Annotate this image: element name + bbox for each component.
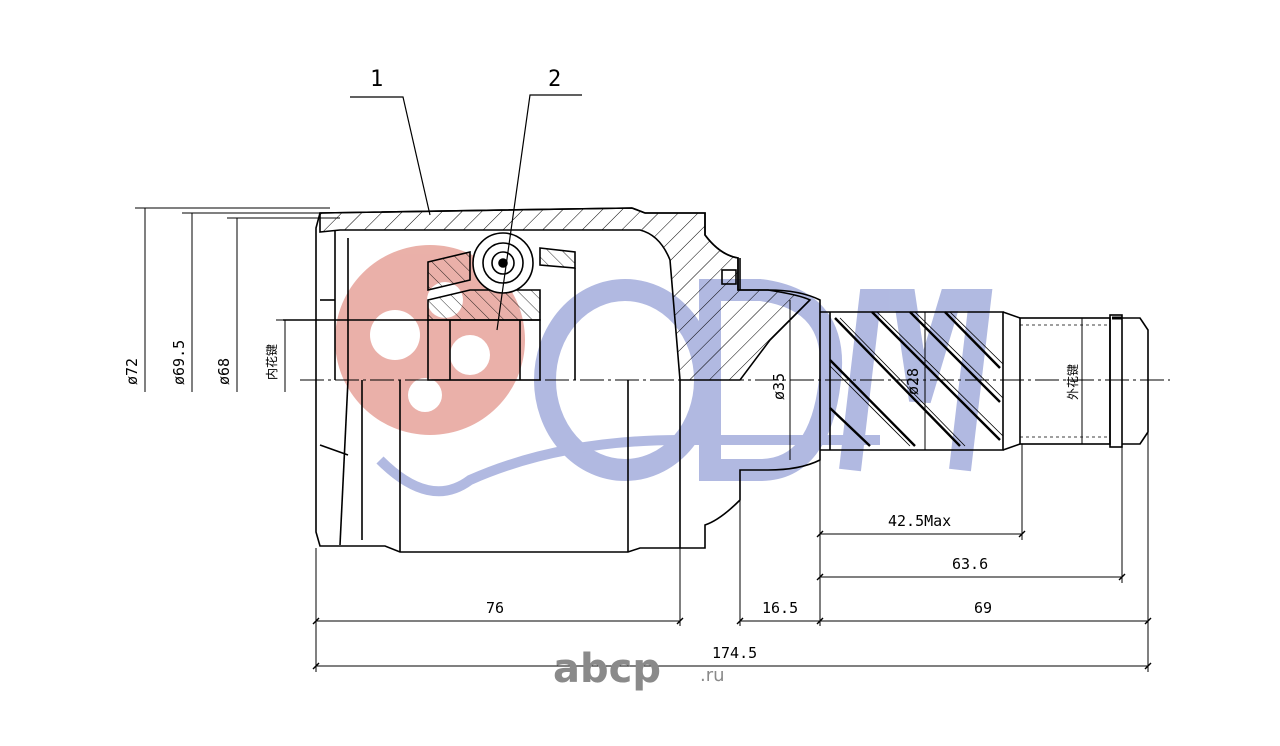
inner-spline-label: 内花键 <box>264 344 279 380</box>
dim-76: 76 <box>486 599 504 617</box>
diameter-dims-shaft <box>789 300 1083 460</box>
callout-1: 1 <box>370 67 383 92</box>
dim-69: 69 <box>974 599 992 617</box>
abcp-watermark: abcp .ru <box>553 646 725 692</box>
diameter-dims-left <box>135 207 340 392</box>
dim-d28: ø28 <box>904 368 922 395</box>
callout-leaders <box>350 94 582 331</box>
outer-spline-label: 外花键 <box>1065 364 1080 400</box>
dim-d69-5: ø69.5 <box>170 340 188 385</box>
dim-total: 174.5 <box>712 644 757 662</box>
dim-63-6: 63.6 <box>952 555 988 573</box>
dim-42-5-max: 42.5Max <box>888 512 951 530</box>
watermark-brand: abcp <box>553 646 661 692</box>
horizontal-dims <box>312 432 1152 672</box>
callout-2: 2 <box>548 67 561 92</box>
dim-d68: ø68 <box>215 358 233 385</box>
dim-16-5: 16.5 <box>762 599 798 617</box>
dim-d72: ø72 <box>123 358 141 385</box>
logo-blue-swoosh <box>376 435 880 497</box>
dim-d35: ø35 <box>770 373 788 400</box>
watermark-tld: .ru <box>700 665 725 686</box>
inner-race <box>283 232 576 381</box>
